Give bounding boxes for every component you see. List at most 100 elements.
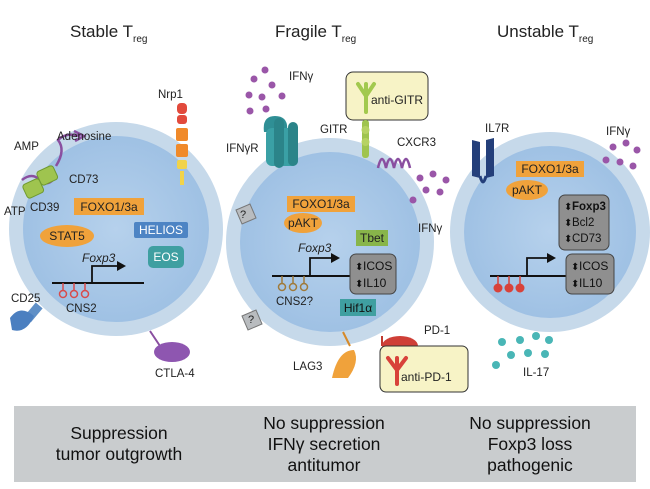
adenosine-label: Adenosine xyxy=(57,131,111,143)
unstable-pakt-shape xyxy=(506,180,548,200)
amp-label: AMP xyxy=(14,141,39,153)
fragile-outcome-line-3: antitumor xyxy=(287,454,361,475)
fragile-foxp3-gene xyxy=(272,253,356,277)
stable-cns2-marks xyxy=(58,283,90,299)
question-marker-lower xyxy=(241,309,263,331)
il7r-label: IL7R xyxy=(485,123,509,135)
gitr-label: GITR xyxy=(320,124,347,136)
fragile-icos-arrow: ⬍ xyxy=(355,262,363,273)
cd39-label: CD39 xyxy=(30,202,59,214)
fragile-treg-title: Fragile Treg xyxy=(275,22,356,45)
anti-pd1-box xyxy=(379,345,469,393)
unstable-foxp3-bcl2-cd73-box: ⬍ ⬍ ⬍ xyxy=(558,194,610,251)
stable-foxp3-label: Foxp3 xyxy=(82,251,116,265)
ctla4-label: CTLA-4 xyxy=(155,368,195,380)
fragile-outcome: No suppression IFNγ secretion antitumor xyxy=(224,406,424,482)
unstable-foxp3-arrow: ⬍ xyxy=(564,202,572,213)
unstable-treg-title: Unstable Treg xyxy=(497,22,593,45)
outcome-footer: Suppression tumor outgrowth No suppressi… xyxy=(14,406,636,482)
unstable-outcome-line-2: Foxp3 loss xyxy=(487,433,573,454)
stable-outcome-line-1: Suppression xyxy=(70,423,168,443)
il17-label: IL-17 xyxy=(523,367,549,379)
fragile-foxp3-label: Foxp3 xyxy=(298,241,332,255)
stat5-shape xyxy=(40,225,94,247)
unstable-icos-il10-box: ⬍ ⬍ xyxy=(565,253,615,295)
fragile-foxo-box xyxy=(287,196,355,212)
ifngr-receptor xyxy=(263,116,298,168)
anti-gitr-box xyxy=(345,71,429,121)
nrp1-receptor xyxy=(176,103,188,185)
unstable-il10-label: IL10 xyxy=(579,276,603,290)
fragile-cns2-label: CNS2? xyxy=(276,296,313,308)
fragile-pakt-shape xyxy=(284,213,322,233)
il17-dots xyxy=(492,332,553,369)
unstable-pakt-label: pAKT xyxy=(512,183,543,197)
helios-label: HELIOS xyxy=(139,223,183,237)
fragile-foxo-label: FOXO1/3a xyxy=(292,197,350,211)
helios-box xyxy=(134,222,188,238)
atp-label: ATP xyxy=(4,206,26,218)
unstable-cd73-arrow: ⬍ xyxy=(564,234,572,245)
lag3-receptor xyxy=(332,331,356,378)
fragile-il10-arrow: ⬍ xyxy=(355,279,363,290)
unstable-foxo-label: FOXO1/3a xyxy=(521,162,579,176)
lag3-label: LAG3 xyxy=(293,361,322,373)
tbet-box xyxy=(356,230,388,246)
fragile-outcome-line-1: No suppression xyxy=(263,412,385,433)
unstable-outcome-line-3: pathogenic xyxy=(487,454,573,475)
unstable-icos-arrow: ⬍ xyxy=(571,262,579,273)
unstable-ifng-label: IFNγ xyxy=(606,126,631,138)
unstable-methylation-marks xyxy=(493,276,525,293)
stable-outcome-line-2: tumor outgrowth xyxy=(55,444,183,464)
unstable-foxp3-gene xyxy=(490,253,568,277)
unstable-ifng-dots xyxy=(602,139,641,170)
stable-outcome: Suppression tumor outgrowth xyxy=(14,406,224,482)
cd39-cd73-receptor xyxy=(21,129,87,199)
fragile-ifng-dots-right xyxy=(409,170,450,204)
fragile-il10-label: IL10 xyxy=(363,276,387,290)
il7r-receptor xyxy=(472,138,494,184)
stable-cns2-label: CNS2 xyxy=(66,303,97,315)
fragile-icos-label: ICOS xyxy=(363,259,392,273)
unstable-cd73-label: CD73 xyxy=(572,233,601,245)
ifngr-label: IFNγR xyxy=(226,143,259,155)
unstable-bcl2-arrow: ⬍ xyxy=(564,218,572,229)
hif1a-label: Hif1α xyxy=(344,301,372,315)
gitr-receptor xyxy=(361,120,370,158)
anti-gitr-label: anti-GITR xyxy=(371,93,423,107)
nrp1-label: Nrp1 xyxy=(158,89,183,101)
cd73-label: CD73 xyxy=(69,174,98,186)
question-mark-upper: ? xyxy=(240,209,246,221)
fragile-pakt-label: pAKT xyxy=(288,216,319,230)
fragile-ifng-right-label: IFNγ xyxy=(418,223,443,235)
stable-foxp3-gene xyxy=(52,261,144,284)
unstable-bcl2-label: Bcl2 xyxy=(572,217,594,229)
cd25-label: CD25 xyxy=(11,293,40,305)
fragile-icos-il10-box: ⬍ ⬍ xyxy=(349,253,397,295)
stat5-label: STAT5 xyxy=(49,229,85,243)
fragile-cns2-marks xyxy=(277,276,309,292)
fragile-ifng-top-label: IFNγ xyxy=(289,71,314,83)
stable-treg-title: Stable Treg xyxy=(70,22,147,45)
tbet-label: Tbet xyxy=(360,231,385,245)
unstable-foxo-box xyxy=(516,161,584,177)
unstable-outcome-line-1: No suppression xyxy=(469,412,591,433)
stable-foxo-box xyxy=(74,198,144,215)
hif1a-box xyxy=(340,299,376,316)
ctla4-receptor xyxy=(149,330,190,362)
pd1-label: PD-1 xyxy=(424,325,450,337)
unstable-foxp3-label: Foxp3 xyxy=(572,201,606,213)
eos-label: EOS xyxy=(153,250,178,264)
cxcr3-label: CXCR3 xyxy=(397,137,436,149)
eos-box xyxy=(148,246,184,268)
anti-pd1-label: anti-PD-1 xyxy=(401,370,452,384)
unstable-il10-arrow: ⬍ xyxy=(571,279,579,290)
fragile-outcome-line-2: IFNγ secretion xyxy=(267,433,381,454)
cd25-receptor xyxy=(10,302,43,331)
fragile-ifng-dots-top xyxy=(245,66,286,115)
unstable-icos-label: ICOS xyxy=(579,259,608,273)
question-marker-upper xyxy=(235,203,257,225)
unstable-outcome: No suppression Foxp3 loss pathogenic xyxy=(424,406,636,482)
